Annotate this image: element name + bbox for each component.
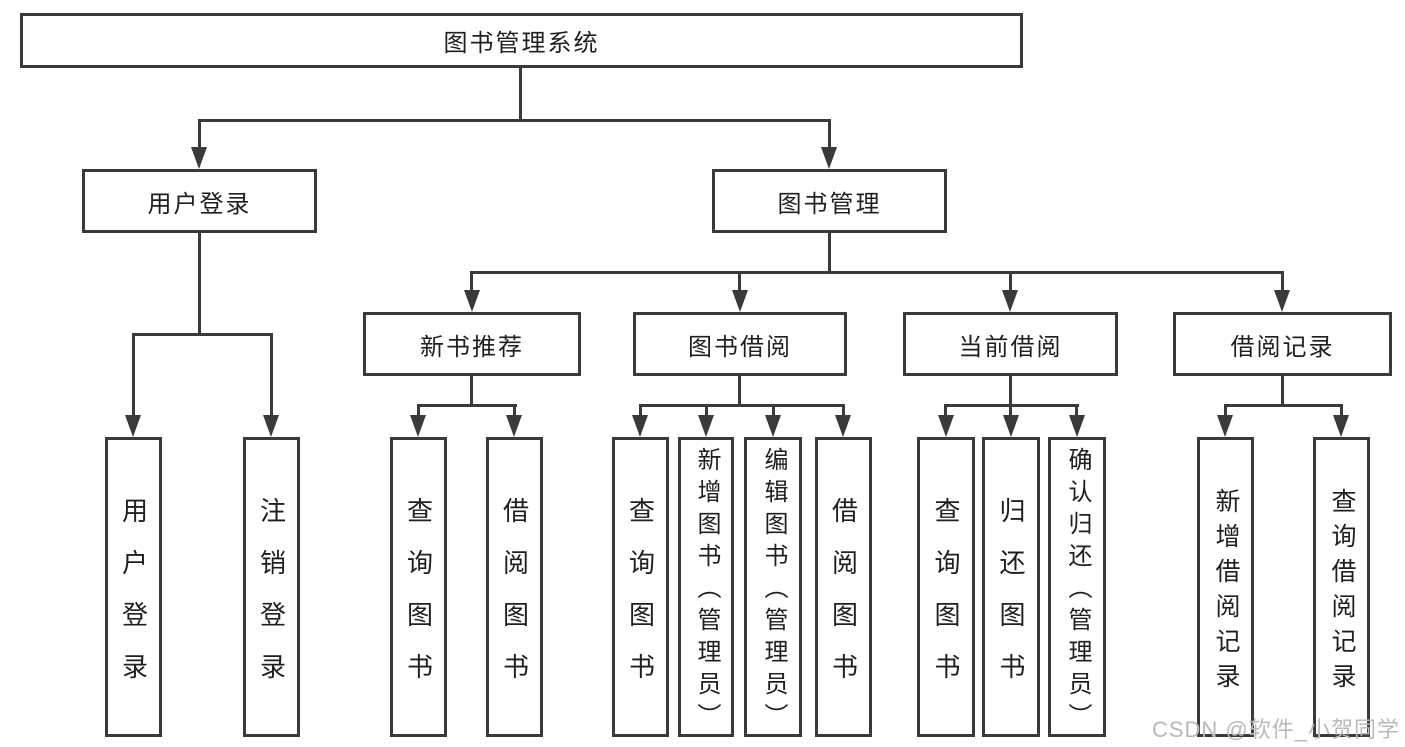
arrow-down-icon xyxy=(732,290,748,312)
node-current-borrowing: 当前借阅 xyxy=(903,312,1118,376)
leaf-label: 查询借阅记录 xyxy=(1328,488,1356,698)
leaf-return-books: 归还图书 xyxy=(982,437,1040,737)
arrow-down-icon xyxy=(410,415,426,437)
connector-line xyxy=(1340,404,1343,418)
leaf-user-login: 用户登录 xyxy=(105,437,162,737)
node-user-login-branch: 用户登录 xyxy=(82,169,317,233)
node-label: 当前借阅 xyxy=(958,333,1063,361)
leaf-add-borrow-record: 新增借阅记录 xyxy=(1197,437,1254,737)
connector-line xyxy=(842,404,845,418)
node-label: 图书借阅 xyxy=(688,333,792,361)
leaf-add-books-admin: 新增图书（管理员） xyxy=(678,437,734,737)
connector-line xyxy=(1281,376,1284,407)
connector-line xyxy=(738,376,741,407)
connector-line xyxy=(1075,404,1078,418)
connector-line xyxy=(944,404,947,418)
connector-line xyxy=(132,333,273,336)
leaf-query-books-borrowing: 查询图书 xyxy=(612,437,669,737)
connector-line xyxy=(1009,376,1012,407)
arrow-down-icon xyxy=(1003,415,1019,437)
connector-line xyxy=(639,404,642,418)
node-book-borrowing: 图书借阅 xyxy=(633,312,847,376)
leaf-query-books-current: 查询图书 xyxy=(917,437,975,737)
leaf-label: 新增图书（管理员） xyxy=(693,447,720,735)
leaf-label: 查询图书 xyxy=(403,497,434,705)
leaf-label: 归还图书 xyxy=(996,497,1026,705)
node-new-book-recommendation: 新书推荐 xyxy=(363,312,581,376)
leaf-borrow-books: 借阅图书 xyxy=(815,437,872,737)
connector-line xyxy=(513,404,516,418)
leaf-borrow-books-recommend: 借阅图书 xyxy=(486,437,543,737)
node-borrowing-records: 借阅记录 xyxy=(1173,312,1392,376)
connector-line xyxy=(1281,271,1284,292)
connector-line xyxy=(1224,404,1343,407)
connector-line xyxy=(132,333,135,417)
arrow-down-icon xyxy=(1217,415,1233,437)
leaf-label: 编辑图书（管理员） xyxy=(760,447,787,735)
connector-line xyxy=(639,404,845,407)
leaf-label: 查询图书 xyxy=(625,497,656,705)
leaf-logout: 注销登录 xyxy=(243,437,300,737)
leaf-label: 用户登录 xyxy=(118,497,149,705)
connector-line xyxy=(828,233,831,274)
arrow-down-icon xyxy=(1274,290,1290,312)
arrow-down-icon xyxy=(698,415,714,437)
arrow-down-icon xyxy=(464,290,480,312)
csdn-watermark: CSDN @软件_小贺同学 xyxy=(1151,717,1400,742)
arrow-down-icon xyxy=(1002,290,1018,312)
leaf-label: 借阅图书 xyxy=(828,497,859,705)
leaf-confirm-return-admin: 确认归还（管理员） xyxy=(1048,437,1106,737)
node-label: 图书管理 xyxy=(777,190,882,218)
arrow-down-icon xyxy=(1069,415,1085,437)
connector-line xyxy=(738,271,741,292)
arrow-down-icon xyxy=(125,415,141,437)
connector-line xyxy=(1009,271,1012,292)
leaf-label: 确认归还（管理员） xyxy=(1064,447,1091,735)
leaf-label: 注销登录 xyxy=(256,497,287,705)
node-label: 借阅记录 xyxy=(1230,333,1335,361)
arrow-down-icon xyxy=(506,415,522,437)
connector-line xyxy=(270,333,273,417)
node-label: 用户登录 xyxy=(147,190,252,218)
connector-line xyxy=(417,404,517,407)
node-book-management-branch: 图书管理 xyxy=(712,169,947,233)
leaf-query-borrow-record: 查询借阅记录 xyxy=(1313,437,1370,737)
connector-line xyxy=(470,376,473,407)
leaf-label: 借阅图书 xyxy=(499,497,530,705)
connector-line xyxy=(198,119,831,122)
arrow-down-icon xyxy=(765,415,781,437)
node-label: 图书管理系统 xyxy=(443,30,600,57)
leaf-label: 新增借阅记录 xyxy=(1212,488,1240,698)
connector-line xyxy=(470,271,473,292)
connector-line xyxy=(1009,404,1012,418)
connector-line xyxy=(1224,404,1227,418)
leaf-label: 查询图书 xyxy=(931,497,961,705)
connector-line xyxy=(198,119,201,149)
arrow-down-icon xyxy=(821,147,837,169)
connector-line xyxy=(772,404,775,418)
connector-line xyxy=(417,404,420,418)
node-library-management-system: 图书管理系统 xyxy=(20,13,1023,68)
connector-line xyxy=(828,119,831,149)
leaf-query-books-recommend: 查询图书 xyxy=(390,437,447,737)
connector-line xyxy=(519,68,522,121)
arrow-down-icon xyxy=(263,415,279,437)
arrow-down-icon xyxy=(1333,415,1349,437)
connector-line xyxy=(705,404,708,418)
connector-line xyxy=(198,233,201,336)
arrow-down-icon xyxy=(938,415,954,437)
arrow-down-icon xyxy=(835,415,851,437)
arrow-down-icon xyxy=(191,147,207,169)
node-label: 新书推荐 xyxy=(420,333,524,361)
arrow-down-icon xyxy=(632,415,648,437)
leaf-edit-books-admin: 编辑图书（管理员） xyxy=(744,437,802,737)
connector-line xyxy=(470,271,1284,274)
